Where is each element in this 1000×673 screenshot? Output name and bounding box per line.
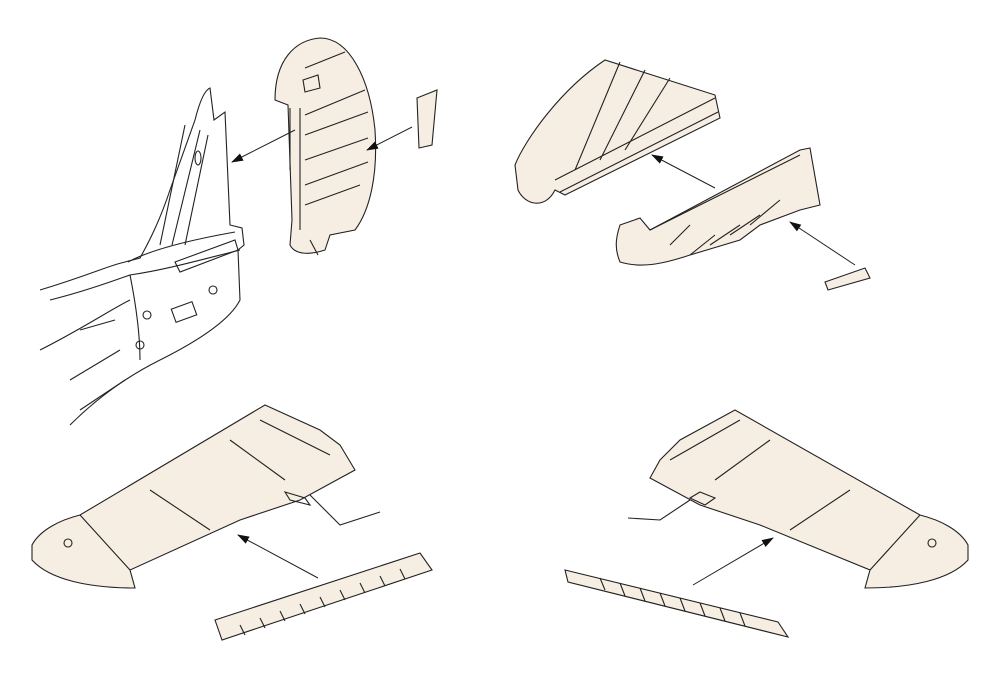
tail-arrows [231, 126, 413, 163]
rudder-part [274, 37, 438, 256]
right-wing [564, 409, 969, 638]
elevator-stabilizer [514, 59, 871, 291]
left-wing [31, 404, 433, 641]
tail-fin [39, 87, 245, 426]
